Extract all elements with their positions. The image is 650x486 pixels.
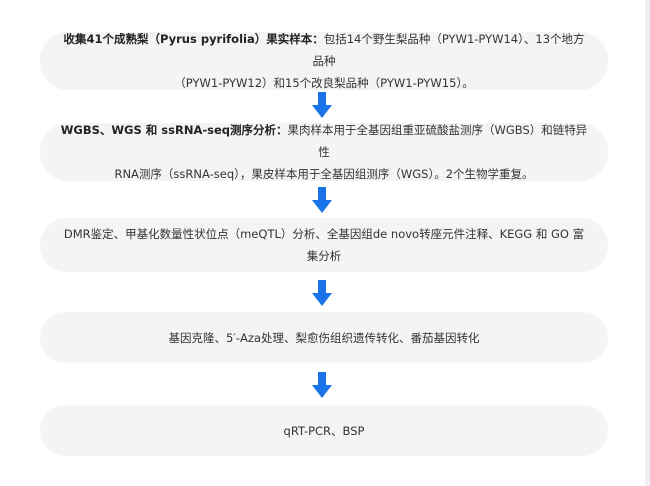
- step-1-title: 收集41个成熟梨（Pyrus pyrifolia）果实样本：: [63, 32, 324, 46]
- arrow-down-icon: [312, 92, 332, 118]
- step-2-title: WGBS、WGS 和 ssRNA-seq测序分析：: [60, 123, 288, 137]
- step-4-text: 基因克隆、5′-Aza处理、梨愈伤组织遗传转化、番茄基因转化: [168, 330, 480, 345]
- step-3-text: DMR鉴定、甲基化数量性状位点（meQTL）分析、全基因组de novo转座元件…: [63, 227, 585, 263]
- arrow-down-icon: [312, 280, 332, 306]
- step-5-text: qRT-PCR、BSP: [283, 423, 365, 438]
- step-1-line-1: 收集41个成熟梨（Pyrus pyrifolia）果实样本：包括14个野生梨品种…: [60, 28, 588, 72]
- step-2-text-1: 果肉样本用于全基因组重亚硫酸盐测序（WGBS）和链特异性: [287, 123, 588, 159]
- page-edge: [645, 0, 650, 486]
- step-4-validation: 基因克隆、5′-Aza处理、梨愈伤组织遗传转化、番茄基因转化: [40, 312, 608, 363]
- step-1-text-2: （PYW1-PYW12）和15个改良梨品种（PYW1-PYW15）。: [174, 76, 474, 90]
- step-1-text-1: 包括14个野生梨品种（PYW1-PYW14）、13个地方品种: [312, 32, 585, 68]
- arrow-down-icon: [312, 372, 332, 398]
- step-3-analysis: DMR鉴定、甲基化数量性状位点（meQTL）分析、全基因组de novo转座元件…: [40, 218, 608, 272]
- step-2-sequencing: WGBS、WGS 和 ssRNA-seq测序分析：果肉样本用于全基因组重亚硫酸盐…: [40, 123, 608, 181]
- arrow-down-icon: [312, 187, 332, 213]
- step-5-qpcr: qRT-PCR、BSP: [40, 405, 608, 456]
- step-1-sample-collection: 收集41个成熟梨（Pyrus pyrifolia）果实样本：包括14个野生梨品种…: [40, 32, 608, 90]
- step-2-text-2: RNA测序（ssRNA-seq），果皮样本用于全基因组测序（WGS）。2个生物学…: [114, 167, 534, 181]
- step-2-line-1: WGBS、WGS 和 ssRNA-seq测序分析：果肉样本用于全基因组重亚硫酸盐…: [60, 119, 588, 163]
